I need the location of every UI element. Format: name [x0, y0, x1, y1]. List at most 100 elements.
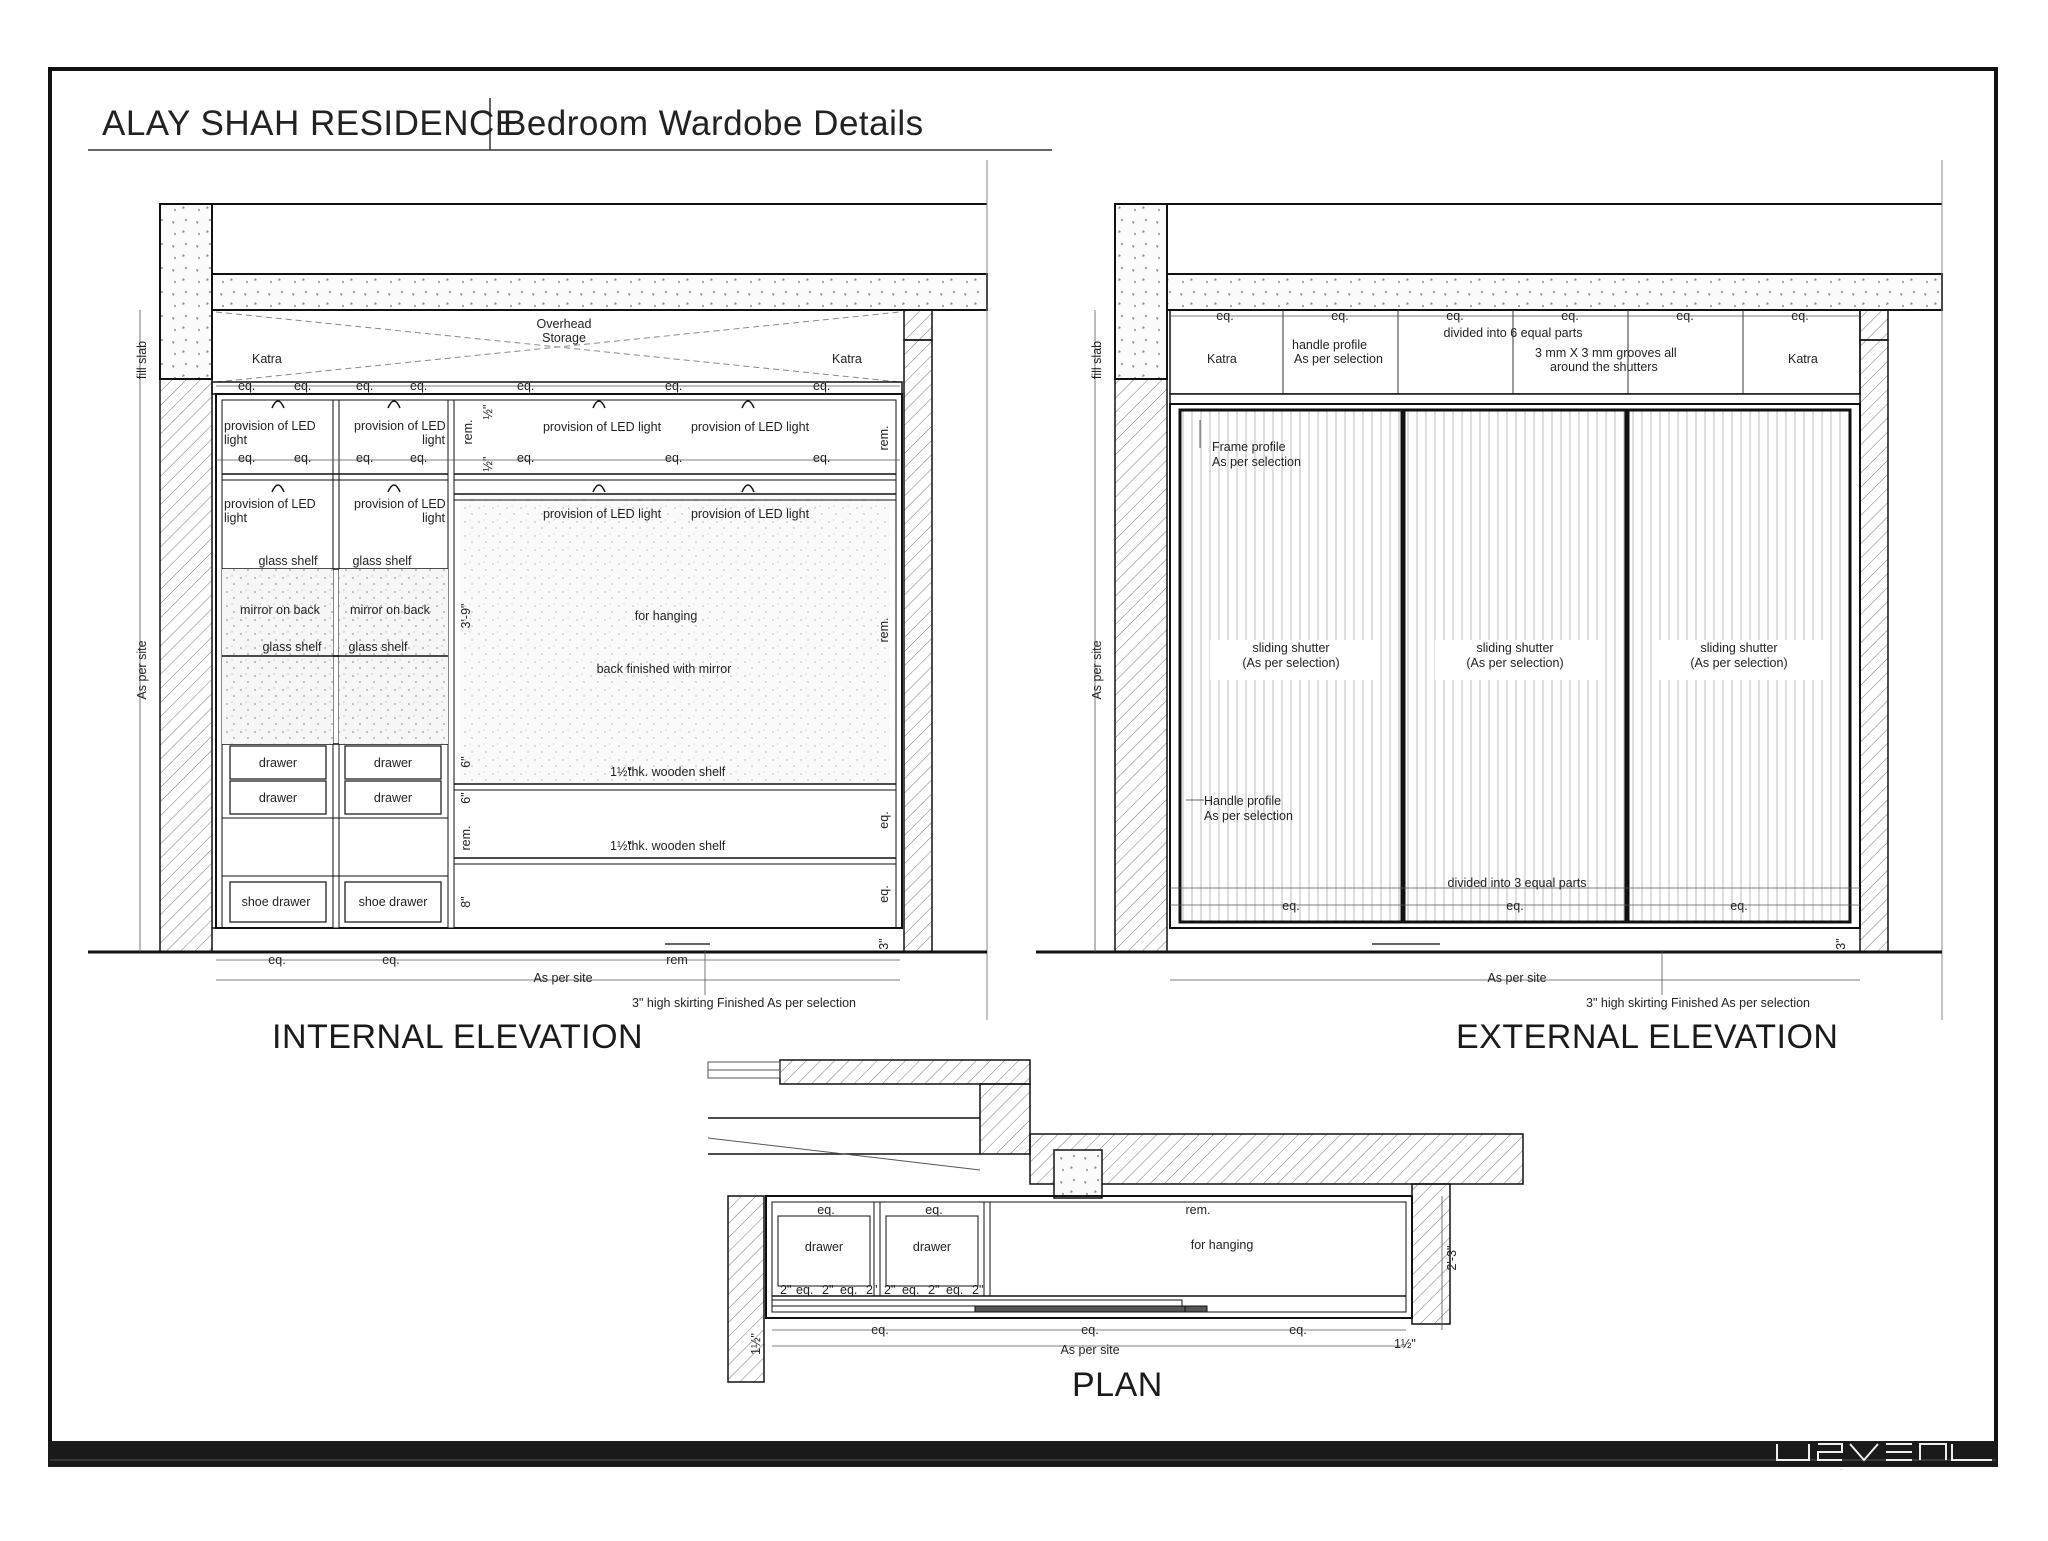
plan-eq-d2: eq. — [840, 1283, 857, 1297]
plan-eq-d3: eq. — [902, 1283, 919, 1297]
ext-as-per-site-vertical: As per site — [1090, 640, 1104, 699]
led-a1-line2: light — [224, 433, 247, 447]
ext-eq-bottom-1: eq. — [1282, 899, 1299, 913]
plan-as-per-site: As per site — [1060, 1343, 1119, 1357]
ext-divided-3: divided into 3 equal parts — [1448, 876, 1587, 890]
glass-shelf-4: glass shelf — [348, 640, 408, 654]
ext-shutter-2-line2: (As per selection) — [1466, 656, 1563, 670]
plan-view — [707, 1059, 1524, 1383]
plan-for-hanging: for hanging — [1191, 1238, 1254, 1252]
drawing-subject: Bedroom Wardobe Details — [503, 104, 924, 143]
caption-internal-elevation: INTERNAL ELEVATION — [272, 1018, 644, 1056]
eq-top-1: eq. — [238, 379, 255, 393]
ext-eq-top-2: eq. — [1331, 309, 1348, 323]
dim-half-1: ½" — [481, 405, 495, 420]
plan-eq-bottom-3: eq. — [1289, 1323, 1306, 1337]
eq-top-2: eq. — [294, 379, 311, 393]
caption-external-elevation: EXTERNAL ELEVATION — [1456, 1018, 1839, 1056]
ext-handle-top-1: handle profile — [1292, 338, 1367, 352]
external-elevation — [1036, 160, 1943, 1020]
dim-half-2: ½" — [481, 457, 495, 472]
as-per-site-vertical: As per site — [135, 640, 149, 699]
for-hanging-label: for hanging — [635, 609, 698, 623]
dim-rem-r1: rem. — [877, 426, 891, 451]
led-a2-line1: provision of LED — [224, 497, 316, 511]
plan-eq-top-2: eq. — [925, 1203, 942, 1217]
skirting-note-internal: 3" high skirting Finished As per selecti… — [632, 996, 856, 1010]
ext-shutter-3-line1: sliding shutter — [1700, 641, 1777, 655]
led-b2-line2: light — [422, 511, 445, 525]
dim-6-1: 6" — [459, 756, 473, 767]
eq-mid-5: eq. — [517, 451, 534, 465]
back-finished-label: back finished with mirror — [597, 662, 732, 676]
plan-drawer-1: drawer — [805, 1240, 843, 1254]
ext-grooves-1: 3 mm X 3 mm grooves all — [1535, 346, 1677, 360]
ext-eq-top-3: eq. — [1446, 309, 1463, 323]
ext-fill-slab-label: fill slab — [1090, 341, 1104, 379]
dim-eq-r1: eq. — [877, 811, 891, 828]
eq-mid-4: eq. — [410, 451, 427, 465]
ext-frame-profile-1: Frame profile — [1212, 440, 1286, 454]
eq-mid-7: eq. — [813, 451, 830, 465]
eq-top-6: eq. — [665, 379, 682, 393]
plan-dim-2-a: 2" — [780, 1283, 791, 1297]
ext-divided-6: divided into 6 equal parts — [1444, 326, 1583, 340]
ext-eq-top-1: eq. — [1216, 309, 1233, 323]
rem-bottom: rem — [666, 953, 688, 967]
katra-left-label: Katra — [252, 352, 282, 366]
dim-6-2: 6" — [459, 792, 473, 803]
plan-dim-2-3: 2'-3" — [1445, 1246, 1459, 1271]
dim-rem-r2: rem. — [877, 618, 891, 643]
eq-top-7: eq. — [813, 379, 830, 393]
drawer-4: drawer — [374, 791, 412, 805]
wooden-shelf-2-dim: 1½" — [610, 839, 632, 853]
plan-dim-2-c: 2" — [866, 1283, 877, 1297]
glass-shelf-3: glass shelf — [262, 640, 322, 654]
plan-dim-1half-right: 1½" — [1394, 1337, 1416, 1351]
plan-dim-1half-left: 1½" — [749, 1333, 763, 1355]
plan-rem-top: rem. — [1186, 1203, 1211, 1217]
eq-mid-3: eq. — [356, 451, 373, 465]
eq-top-3: eq. — [356, 379, 373, 393]
drawer-3: drawer — [374, 756, 412, 770]
eq-mid-6: eq. — [665, 451, 682, 465]
plan-eq-d4: eq. — [946, 1283, 963, 1297]
glass-shelf-2: glass shelf — [352, 554, 412, 568]
wooden-shelf-1: thk. wooden shelf — [628, 765, 726, 779]
eq-bottom-2: eq. — [382, 953, 399, 967]
dim-rem-1: rem. — [461, 420, 475, 445]
as-per-site-bottom: As per site — [533, 971, 592, 985]
bottom-bar — [48, 1441, 1998, 1467]
ext-skirting-note: 3" high skirting Finished As per selecti… — [1586, 996, 1810, 1010]
seven-logo — [1776, 1443, 1992, 1462]
ext-frame-profile-2: As per selection — [1212, 455, 1301, 469]
logo-text: seven — [1840, 1469, 1843, 1471]
ext-eq-top-6: eq. — [1791, 309, 1808, 323]
ext-eq-top-4: eq. — [1561, 309, 1578, 323]
ext-grooves-2: around the shutters — [1550, 360, 1658, 374]
mirror-back-2: mirror on back — [350, 603, 431, 617]
ext-handle-profile-1: Handle profile — [1204, 794, 1281, 808]
led-c2: provision of LED light — [543, 507, 662, 521]
ext-dim-3: 3" — [1834, 938, 1848, 949]
plan-eq-bottom-2: eq. — [1081, 1323, 1098, 1337]
dim-eq-r2: eq. — [877, 885, 891, 902]
internal-elevation — [88, 160, 988, 1020]
caption-plan: PLAN — [1072, 1366, 1163, 1404]
overhead-label: Overhead — [537, 317, 592, 331]
plan-eq-top-1: eq. — [817, 1203, 834, 1217]
ext-shutter-2-line1: sliding shutter — [1476, 641, 1553, 655]
led-a2-line2: light — [224, 511, 247, 525]
plan-dim-2-e: 2" — [928, 1283, 939, 1297]
drawer-2: drawer — [259, 791, 297, 805]
ext-shutter-1-line1: sliding shutter — [1252, 641, 1329, 655]
glass-shelf-1: glass shelf — [258, 554, 318, 568]
ext-shutter-1-line2: (As per selection) — [1242, 656, 1339, 670]
shoe-drawer-1: shoe drawer — [242, 895, 311, 909]
led-b2-line1: provision of LED — [354, 497, 446, 511]
led-d2: provision of LED light — [691, 507, 810, 521]
eq-mid-1: eq. — [238, 451, 255, 465]
wooden-shelf-1-dim: 1½" — [610, 765, 632, 779]
